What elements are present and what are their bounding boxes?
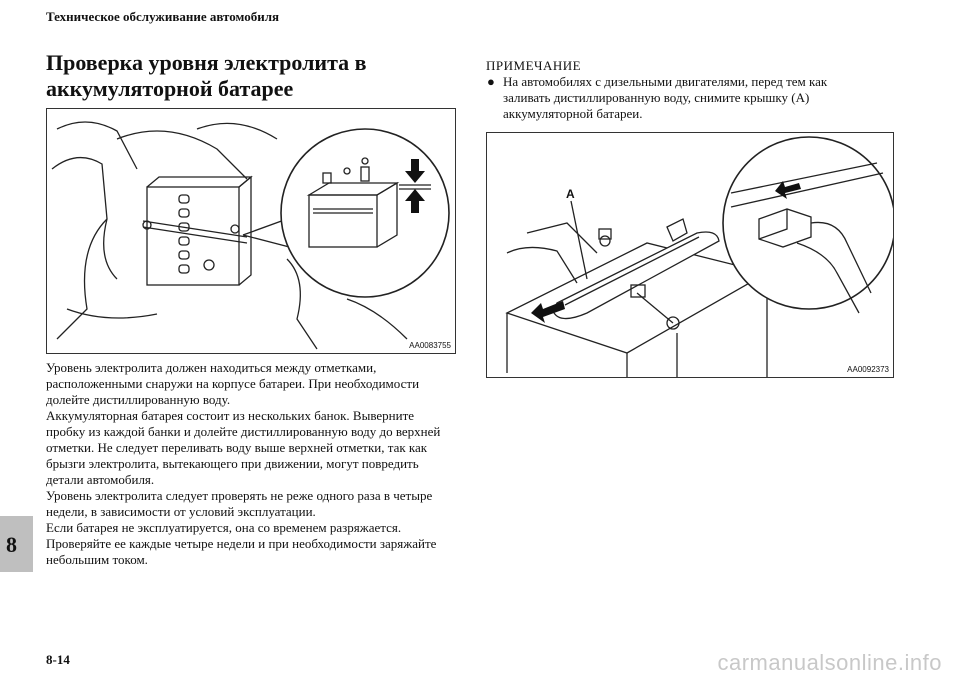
body-text: Уровень электролита должен находиться ме… [46, 360, 456, 568]
battery-level-figure: AA0083755 [46, 108, 456, 354]
note-heading: ПРИМЕЧАНИЕ [486, 58, 582, 73]
watermark: carmanualsonline.info [717, 650, 942, 675]
bullet-icon: ● [487, 74, 495, 89]
chapter-number: 8 [6, 532, 17, 557]
paragraph: Уровень электролита следует проверять не… [46, 488, 433, 519]
battery-cover-figure: A AA0092373 [486, 132, 894, 378]
running-header: Техническое обслуживание автомобиля [46, 9, 280, 24]
chapter-tab [0, 516, 33, 572]
paragraph: Уровень электролита должен находиться ме… [46, 360, 420, 407]
section-title: Проверка уровня электролита в аккумулято… [46, 50, 367, 101]
arrow-down-icon [405, 159, 425, 183]
callout-label-a: A [566, 187, 575, 201]
arrow-up-icon [405, 189, 425, 213]
figure-code: AA0092373 [847, 365, 889, 374]
battery-cover-illustration [505, 136, 893, 377]
battery-illustration [51, 121, 450, 350]
paragraph: Если батарея не эксплуатируется, она со … [46, 520, 437, 567]
arrow-left-icon [531, 301, 565, 323]
page-number: 8-14 [46, 652, 70, 667]
paragraph: Аккумуляторная батарея состоит из нескол… [46, 408, 441, 487]
note-text: На автомобилях с дизельными двигателями,… [503, 74, 828, 121]
arrow-left-icon [775, 181, 801, 199]
figure-code: AA0083755 [409, 341, 451, 350]
